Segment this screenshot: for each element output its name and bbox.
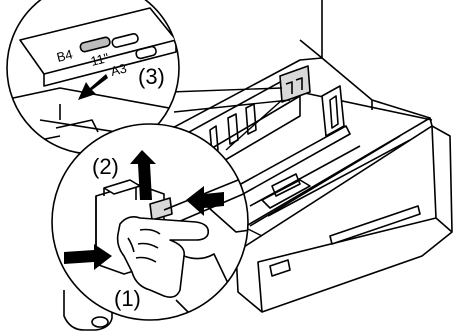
release-lever-detail xyxy=(52,124,250,320)
step-3-label: (3) xyxy=(138,64,165,89)
step-2-label: (2) xyxy=(92,154,119,179)
step-1-label: (1) xyxy=(114,286,141,311)
